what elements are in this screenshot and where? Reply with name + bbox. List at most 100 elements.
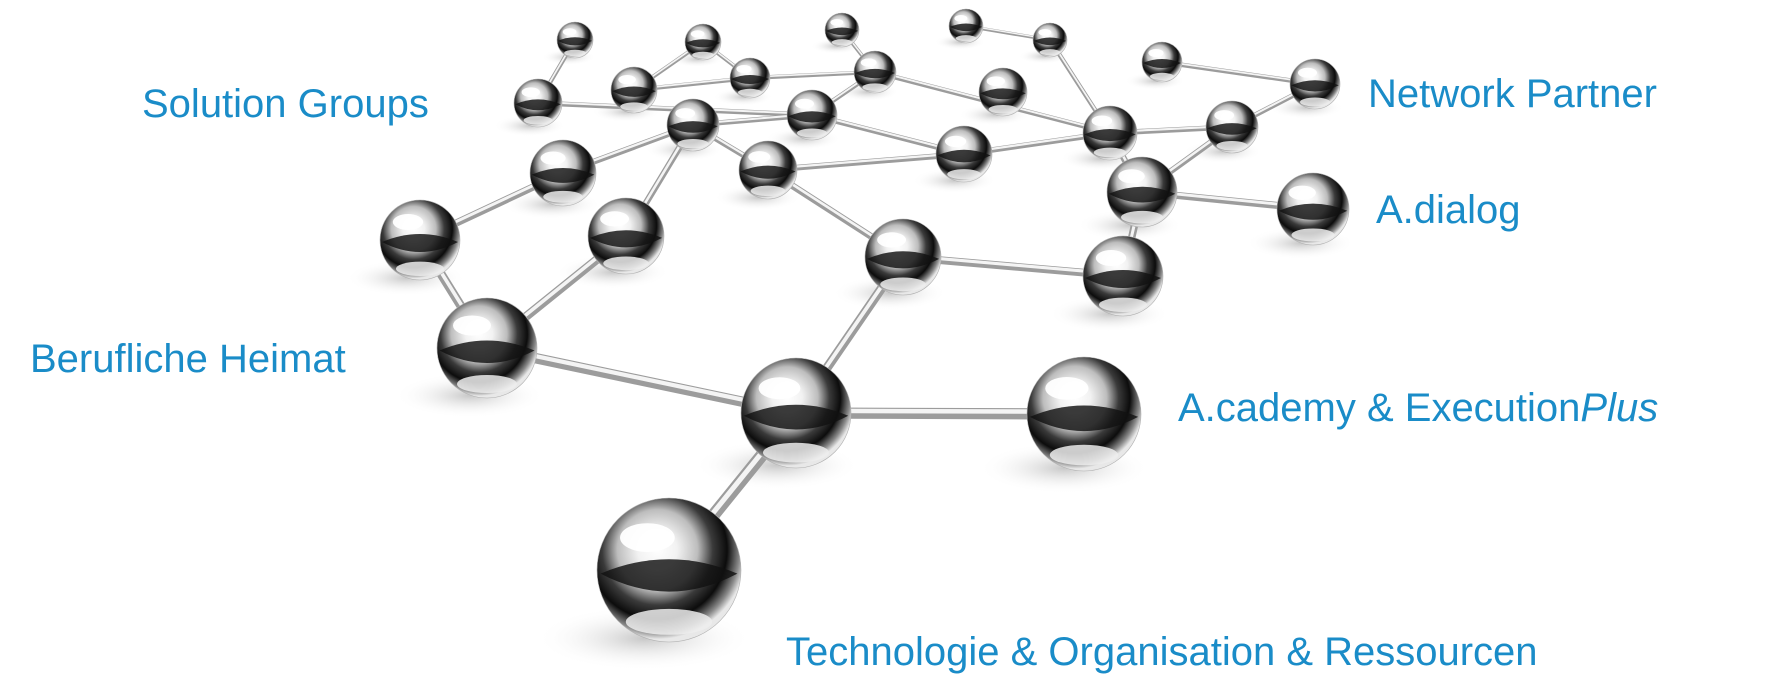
chrome-sphere [738,140,798,200]
sphere-reflection [612,86,656,97]
chrome-sphere [379,199,461,281]
sphere-rim-light [1150,72,1174,80]
sphere-specular [986,76,1005,86]
nodes [379,8,1350,643]
chrome-sphere [556,21,594,59]
chrome-sphere [666,98,720,152]
chrome-sphere [436,297,538,399]
label-academy-plus: Plus [1580,386,1659,430]
sphere-specular [758,377,801,400]
sphere-specular [1288,185,1316,200]
sphere-rim-light [1039,49,1061,56]
sphere-reflection [439,340,535,363]
sphere-reflection [1085,270,1161,288]
sphere-specular [795,98,814,109]
sphere-specular [944,135,967,147]
sphere-rim-light [1099,297,1147,312]
sphere-reflection [740,165,796,179]
sphere-specular [860,58,877,67]
sphere-specular [877,232,907,248]
sphere-rim-light [1291,228,1335,242]
chrome-sphere [740,357,852,469]
sphere-reflection [980,88,1026,100]
sphere-reflection [600,559,738,592]
sphere-specular [675,108,696,119]
sphere-specular [1038,28,1052,36]
chrome-sphere [1289,58,1341,110]
sphere-specular [736,65,752,73]
chrome-sphere [1276,172,1350,246]
chrome-sphere [864,218,942,296]
sphere-reflection [731,75,769,84]
chrome-sphere [684,23,722,61]
sphere-rim-light [947,169,981,180]
sphere-reflection [1084,128,1136,142]
sphere-specular [600,211,630,227]
sphere-specular [1298,67,1317,78]
sphere-rim-light [797,128,827,138]
sphere-rim-light [831,39,853,46]
sphere-specular [540,151,566,165]
label-berufliche-heimat: Berufliche Heimat [30,337,346,381]
chrome-sphere [786,89,838,141]
sphere-reflection [1108,186,1176,203]
chrome-sphere [729,57,771,99]
sphere-rim-light [564,49,586,57]
sphere-rim-light [1093,147,1127,158]
sphere-rim-light [1049,444,1119,466]
sphere-specular [954,14,968,22]
sphere-rim-light [1121,210,1163,224]
sphere-specular [1148,49,1164,57]
sphere-reflection [515,99,561,111]
sphere-rim-light [603,256,649,271]
chrome-sphere [853,50,897,94]
sphere-rim-light [1216,141,1248,151]
sphere-reflection [557,37,593,46]
chrome-sphere [1082,105,1138,161]
sphere-rim-light [738,88,762,96]
sphere-specular [562,28,577,36]
sphere-specular [453,315,491,336]
chrome-sphere [1106,156,1178,228]
sphere-rim-light [862,83,888,91]
sphere-rim-light [763,442,829,463]
sphere-specular [1118,169,1145,184]
sphere-rim-light [620,102,648,111]
chrome-sphere [529,139,597,207]
sphere-specular [690,30,705,38]
chrome-sphere [948,8,984,44]
sphere-specular [1214,110,1235,121]
chrome-sphere [610,66,658,114]
sphere-reflection [589,230,663,248]
label-adialog: A.dialog [1376,188,1521,232]
sphere-reflection [382,234,458,252]
chrome-sphere [935,125,993,183]
sphere-reflection [1207,123,1257,135]
sphere-reflection [1143,59,1181,68]
sphere-reflection [949,23,983,32]
label-solution-groups: Solution Groups [142,82,429,126]
sphere-reflection [668,121,718,133]
chrome-sphere [824,12,860,48]
sphere-rim-light [457,375,517,393]
sphere-reflection [855,68,895,79]
sphere-reflection [1029,405,1139,432]
sphere-specular [1045,376,1089,400]
chrome-sphere [978,67,1028,117]
sphere-rim-light [625,608,713,635]
sphere-rim-light [677,139,709,149]
sphere-reflection [825,27,859,36]
label-academy-text: A.cademy & Execution [1178,386,1581,430]
sphere-reflection [531,168,595,183]
sphere-specular [748,151,771,163]
connector-rod-highlight [1161,60,1316,84]
sphere-specular [620,523,675,552]
sphere-reflection [1291,80,1339,92]
sphere-specular [521,87,540,97]
sphere-reflection [1033,37,1067,46]
sphere-rim-light [543,190,583,203]
sphere-reflection [866,251,940,269]
sphere-rim-light [692,51,714,59]
chrome-sphere [1205,100,1259,154]
chrome-sphere [513,78,563,128]
